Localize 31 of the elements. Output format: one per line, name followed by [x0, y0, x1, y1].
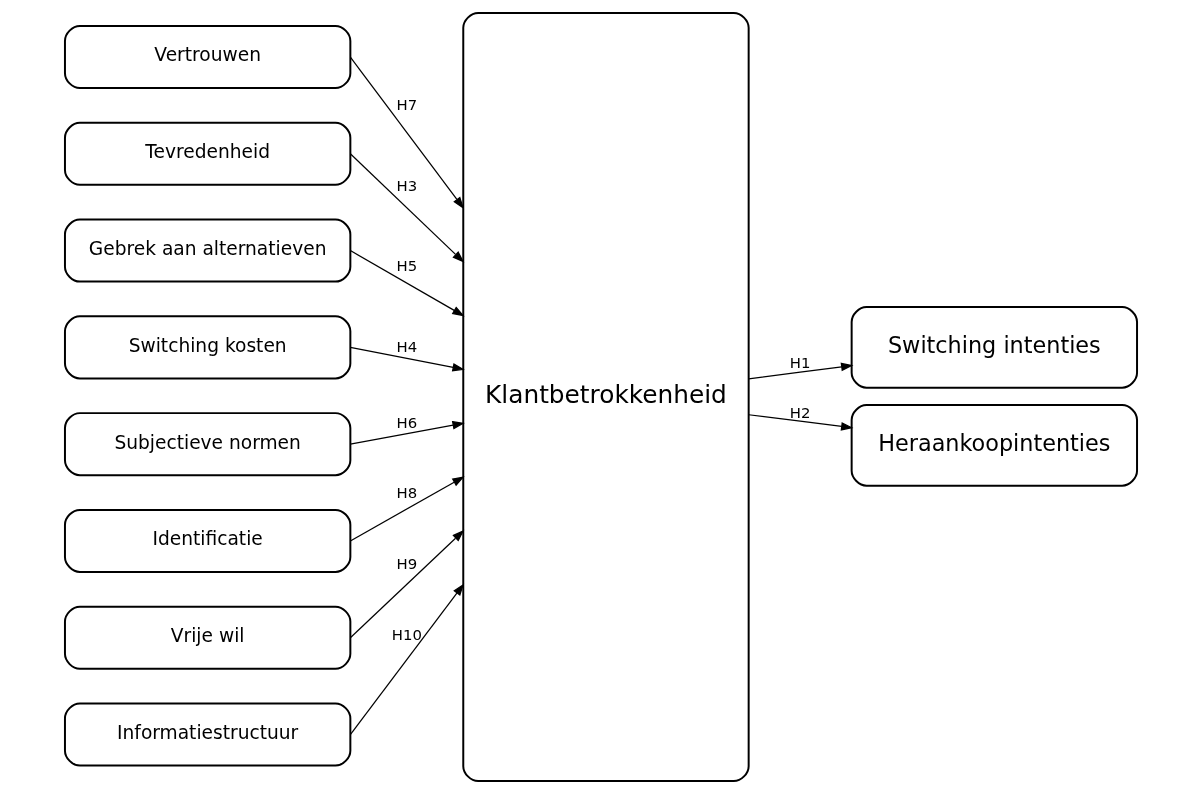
- node-box: Klantbetrokkenheid: [461, 11, 750, 783]
- node-box: Gebrek aan alternatieven: [63, 218, 351, 283]
- node-box: Switching kosten: [63, 315, 351, 380]
- node-box: Identificatie: [63, 508, 351, 573]
- node-box: Heraankoopintenties: [850, 404, 1138, 487]
- arrow: [349, 153, 464, 263]
- edge-label: H7: [395, 95, 417, 114]
- edge-label: H9: [395, 554, 417, 573]
- arrow: [349, 583, 464, 736]
- arrow: [349, 346, 465, 372]
- edge-label: H1: [789, 353, 810, 372]
- arrow: [747, 362, 853, 380]
- node-box: Subjectieve normen: [63, 412, 351, 477]
- node-box: Vrije wil: [63, 605, 351, 670]
- arrow: [349, 529, 464, 639]
- edge-label: H5: [395, 257, 417, 276]
- arrow: [349, 56, 464, 210]
- node-box: Tevredenheid: [63, 121, 351, 186]
- edge-label: H2: [789, 403, 810, 422]
- arrow: [747, 414, 853, 431]
- node-box: Informatiestructuur: [63, 702, 351, 767]
- node-box: Vertrouwen: [63, 25, 351, 90]
- node-box: Switching intenties: [850, 306, 1138, 389]
- edge-label: H8: [395, 484, 417, 503]
- edge-label: H10: [391, 625, 422, 644]
- edge-label: H3: [395, 176, 417, 195]
- arrow: [349, 420, 465, 445]
- edge-label: H6: [395, 413, 417, 432]
- arrow: [349, 249, 465, 317]
- arrow: [349, 476, 465, 542]
- edge-label: H4: [395, 337, 417, 356]
